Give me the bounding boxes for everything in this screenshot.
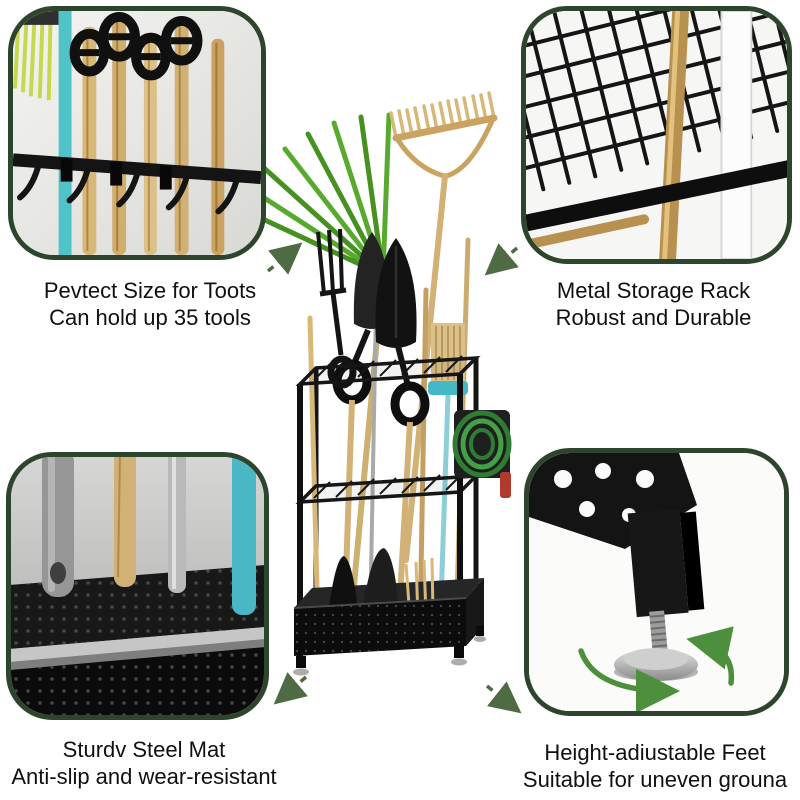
metal-grid-detail (526, 11, 787, 259)
detail-photo-metal-grid (521, 6, 792, 264)
garden-hose-reel (452, 410, 512, 498)
caption-line: Height-adiustable Feet (544, 740, 766, 765)
gold-bar (526, 214, 650, 250)
wall-rail-with-hooks (13, 153, 261, 215)
product-photo-tool-rack (248, 80, 548, 705)
mat-edge-trim (11, 627, 264, 670)
detail-photo-steel-mat (6, 452, 269, 720)
spades-and-fork (316, 228, 430, 633)
tool-rack-illustration (248, 91, 512, 676)
caption-line: Robust and Durable (555, 305, 752, 330)
foam-grip-handle (42, 457, 74, 597)
teal-handle (232, 457, 256, 615)
threaded-bolt (649, 610, 668, 652)
rotation-arrows-icon (578, 626, 735, 711)
caption-line: Sturdv Steel Mat (62, 737, 226, 762)
teal-pole (58, 11, 72, 255)
standing-handles (42, 457, 256, 615)
caption-line: Anti-slip and wear-resistant (11, 764, 277, 789)
metal-pole (168, 457, 186, 593)
base-tray (293, 548, 484, 656)
square-leg (627, 508, 705, 618)
detail-photo-adjustable-foot (524, 448, 789, 716)
caption-line: Suitable for uneven grouna (522, 767, 788, 792)
caption-metal-rack: Metal Storage Rack Robust and Durable (505, 277, 800, 331)
d-handle-icon (327, 355, 357, 389)
wire-shelf-middle (295, 473, 481, 505)
steel-mat-front (11, 647, 264, 715)
caption-line: Can hold up 35 tools (49, 305, 251, 330)
hanging-tools-detail (13, 11, 261, 255)
garden-fork (316, 228, 347, 297)
wire-shelf-upper (295, 355, 481, 387)
caption-steel-mat: Sturdv Steel Mat Anti-slip and wear-resi… (0, 736, 294, 790)
wood-handle (114, 457, 136, 587)
d-grip-handles (69, 11, 203, 81)
adjustable-foot-detail (529, 453, 784, 711)
detail-photo-hanging-tools (8, 6, 266, 260)
steel-mat-detail (11, 457, 264, 715)
white-pole (720, 11, 753, 259)
caption-line: Metal Storage Rack (556, 278, 751, 303)
caption-perfect-size: Pevtect Size for Toots Can hold up 35 to… (0, 277, 300, 331)
steel-mat-top (11, 565, 264, 649)
caption-adjustable-feet: Height-adiustable Feet Suitable for unev… (508, 739, 800, 793)
black-tube (526, 160, 787, 232)
d-handle-icon (390, 381, 430, 427)
broom-head (13, 11, 59, 25)
caption-line: Pevtect Size for Toots (43, 278, 257, 303)
